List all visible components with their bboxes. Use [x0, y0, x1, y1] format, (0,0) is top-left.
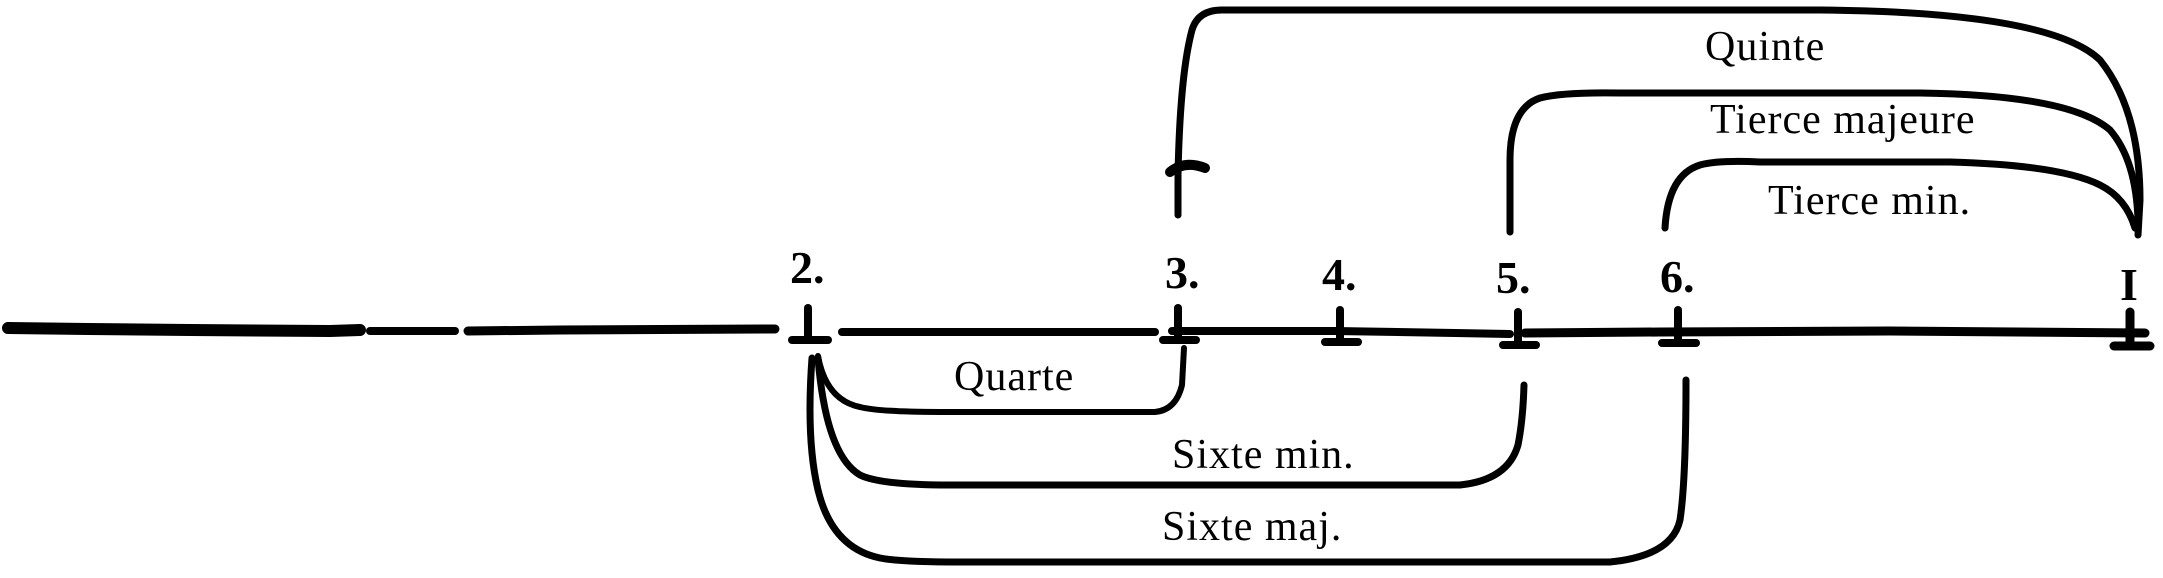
quarte-arc — [815, 345, 1187, 415]
interval-labels: Quinte Tierce majeure Tierce min. Quarte… — [954, 24, 1976, 550]
tierce-majeure-arc — [1506, 89, 2142, 236]
quinte-flag — [1165, 159, 1210, 177]
number-6: 6. — [1660, 251, 1695, 302]
quinte-arc — [1174, 6, 2144, 239]
string-segment — [1520, 326, 2150, 338]
string-segment — [2, 322, 366, 337]
intervals-below — [806, 345, 1690, 566]
label-quarte: Quarte — [954, 354, 1074, 400]
label-sixte-min: Sixte min. — [1172, 432, 1355, 478]
tick-6 — [1658, 306, 1700, 347]
number-1: I — [2120, 259, 2138, 310]
tick-1 — [2109, 307, 2155, 351]
label-tierce-majeure: Tierce majeure — [1710, 97, 1976, 143]
label-tierce-min: Tierce min. — [1768, 178, 1971, 224]
number-5: 5. — [1496, 252, 1531, 303]
tick-4 — [1321, 306, 1362, 346]
tierce-min-arc — [1661, 157, 2139, 232]
tick-5 — [1499, 308, 1540, 349]
number-2: 2. — [790, 242, 825, 293]
string-segment — [1168, 327, 1514, 338]
tick-2 — [788, 304, 832, 344]
tick-3 — [1159, 304, 1200, 344]
label-sixte-maj: Sixte maj. — [1162, 504, 1342, 550]
division-numbers: 2. 3. 4. 5. 6. I — [790, 242, 2138, 310]
number-3: 3. — [1165, 247, 1200, 298]
label-quinte: Quinte — [1705, 24, 1825, 70]
sixte-maj-arc — [806, 354, 1690, 566]
intervals-above — [1165, 6, 2144, 239]
number-4: 4. — [1322, 249, 1357, 300]
sixte-min-arc — [814, 354, 1528, 489]
string-segment — [463, 324, 780, 336]
string-line — [2, 322, 2150, 338]
division-ticks — [788, 304, 2155, 351]
